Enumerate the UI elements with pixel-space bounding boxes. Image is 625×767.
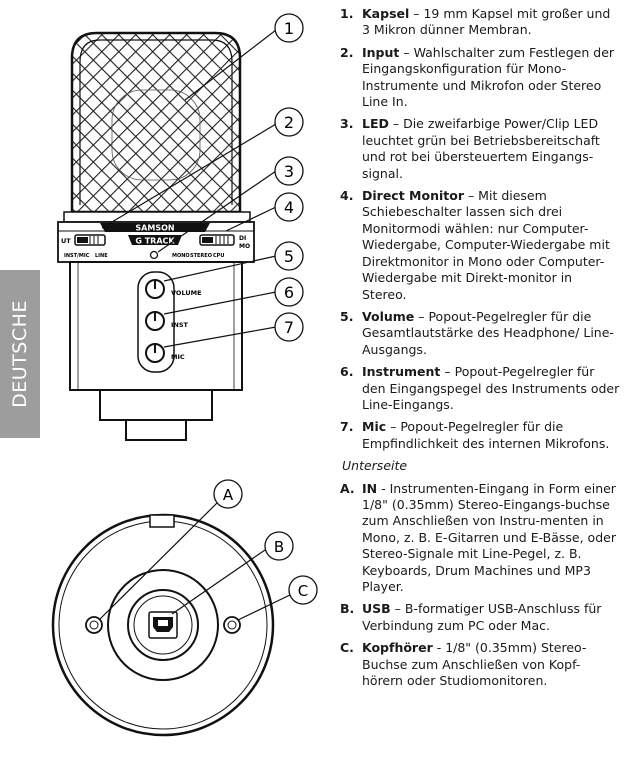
item-6: 6.Instrument – Popout-Pegelregler für de… (340, 364, 620, 412)
svg-text:2: 2 (284, 113, 294, 132)
callout-c: C (288, 575, 318, 605)
subheading-unterseite: Unterseite (342, 458, 408, 474)
item-7: 7.Mic – Popout-Pegelregler für die Empfi… (340, 419, 610, 451)
knob-label-inst: INST (171, 321, 189, 329)
switch-left-label-instmic: INST/MIC (64, 253, 90, 259)
item-a: A.IN - Instrumenten-Eingang in Form eine… (340, 480, 616, 594)
switch-right-label-mo: MO (239, 243, 250, 250)
led-indicator (149, 250, 159, 260)
item-c: C.Kopfhörer - 1/8" (0.35mm) Stereo-Buchs… (340, 640, 587, 689)
callout-6: 6 (274, 277, 304, 307)
instrument-knob[interactable] (145, 311, 165, 331)
switch-right-label-stereo: STEREO (190, 253, 212, 259)
brand-logo: SAMSON (135, 224, 174, 233)
item-5: 5.Volume – Popout-Pegelregler für die Ge… (340, 308, 614, 357)
upper-collar (63, 211, 251, 223)
switch-left-label-line: LINE (95, 253, 108, 259)
svg-text:1: 1 (284, 19, 294, 38)
knob-label-volume: VOLUME (171, 289, 202, 297)
svg-text:3: 3 (284, 162, 294, 181)
language-tab: DEUTSCHE (0, 270, 40, 438)
headphone-jack[interactable] (223, 616, 241, 634)
svg-text:4: 4 (284, 198, 294, 217)
item-3: 3.LED – Die zweifarbige Power/Clip LED l… (340, 116, 600, 181)
item-4: 4.Direct Monitor – Mit diesem Schiebesch… (340, 188, 610, 302)
svg-text:5: 5 (284, 247, 294, 266)
callout-3: 3 (274, 156, 304, 186)
callout-1: 1 (274, 13, 304, 43)
capsule-grille (70, 31, 242, 214)
callout-a: A (213, 479, 243, 509)
callout-7: 7 (274, 312, 304, 342)
item-2: 2.Input – Wahlschalter zum Festlegen der… (340, 44, 615, 110)
mic-knob[interactable] (145, 343, 165, 363)
callout-4: 4 (274, 192, 304, 222)
volume-knob[interactable] (145, 279, 165, 299)
bottom-callout-leaders (99, 501, 293, 621)
usb-port[interactable] (148, 611, 178, 639)
switch-right-label-di: DI (239, 235, 246, 242)
switch-right-label-mono: MONO (172, 253, 190, 259)
knob-label-mic: MIC (171, 353, 185, 361)
item-1: 1.Kapsel – 19 mm Kapsel mit großer und 3… (340, 6, 611, 38)
description-column: 1.Kapsel – 19 mm Kapsel mit großer und 3… (340, 6, 620, 695)
svg-text:B: B (274, 538, 284, 556)
item-b: B.USB – B-formatiger USB-Anschluss für V… (340, 601, 602, 633)
instrument-jack[interactable] (85, 616, 103, 634)
switch-left-label-ut: UT (61, 237, 71, 245)
svg-text:7: 7 (284, 318, 294, 337)
svg-text:C: C (298, 582, 308, 600)
callout-leaders (101, 29, 277, 348)
svg-text:6: 6 (284, 283, 294, 302)
callout-2: 2 (274, 107, 304, 137)
switch-right-label-cpu: CPU (213, 253, 224, 259)
model-logo: G TRACK (135, 237, 175, 246)
microphone-diagram: SAMSON G TRACK UT INST/MIC LINE DI MO MO… (51, 13, 318, 737)
callout-5: 5 (274, 241, 304, 271)
callout-b: B (264, 531, 294, 561)
svg-text:A: A (223, 486, 234, 504)
direct-monitor-switch[interactable] (199, 234, 235, 246)
input-switch[interactable] (74, 234, 106, 246)
